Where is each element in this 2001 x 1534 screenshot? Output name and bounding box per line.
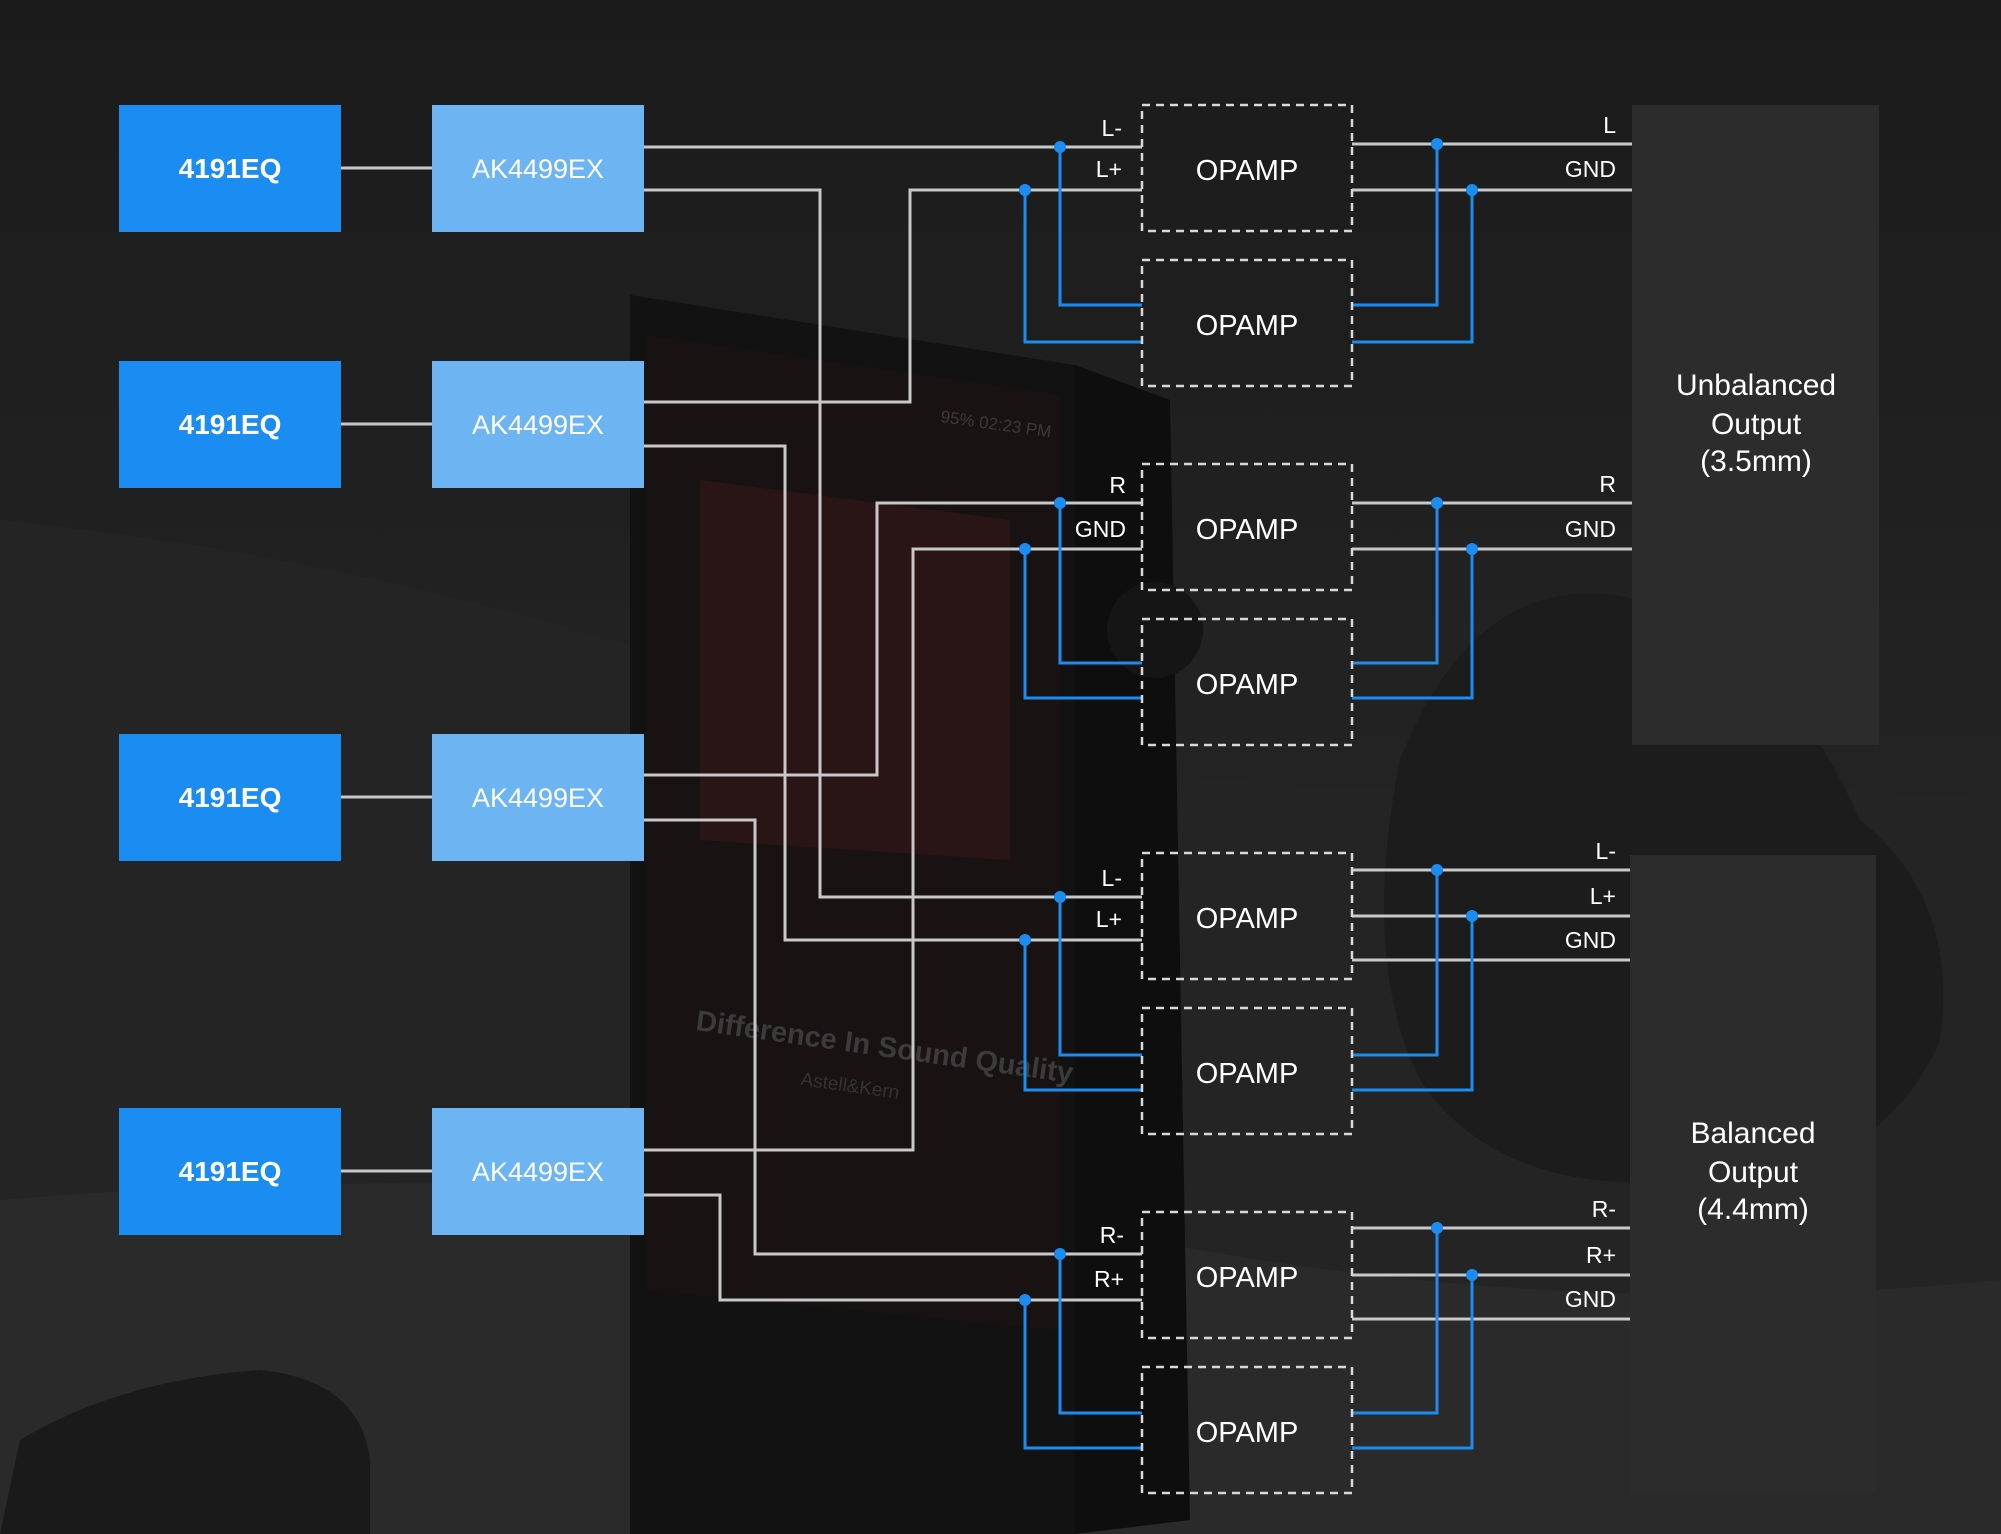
eq-block: 4191EQ bbox=[119, 105, 341, 232]
signal-label: GND bbox=[1565, 927, 1616, 953]
opamp-boxes bbox=[1140, 103, 1354, 1495]
dac-block: AK4499EX bbox=[432, 1108, 644, 1235]
player-device: 95% 02:23 PM Difference In Sound Quality… bbox=[630, 295, 1203, 1534]
dac-block-label: AK4499EX bbox=[472, 154, 604, 184]
signal-label: GND bbox=[1075, 516, 1126, 542]
input-signal-labels: L- L+ R GND L- L+ R- R+ bbox=[1075, 115, 1126, 1292]
opamp-label: OPAMP bbox=[1196, 1058, 1299, 1090]
eq-block: 4191EQ bbox=[119, 734, 341, 861]
input-blue-wires bbox=[1023, 147, 1142, 1450]
unbalanced-output-label-line2: Output bbox=[1711, 408, 1802, 441]
opamp-label: OPAMP bbox=[1196, 1417, 1299, 1449]
junction-dots bbox=[1019, 138, 1478, 1306]
balanced-output-panel: Balanced Output (4.4mm) bbox=[1630, 855, 1876, 1492]
signal-label: L bbox=[1603, 112, 1616, 138]
opamp-label: OPAMP bbox=[1196, 155, 1299, 187]
eq-block: 4191EQ bbox=[119, 361, 341, 488]
eq-block-label: 4191EQ bbox=[179, 409, 282, 440]
output-signal-labels: L GND R GND L- L+ GND R- R+ GND bbox=[1565, 112, 1616, 1312]
dac-opamp-wires bbox=[644, 145, 1142, 1302]
dac-block: AK4499EX bbox=[432, 361, 644, 488]
opamp-label: OPAMP bbox=[1196, 903, 1299, 935]
opamp-output-wires bbox=[1352, 142, 1632, 1321]
dac-block: AK4499EX bbox=[432, 734, 644, 861]
balanced-output-label-line3: (4.4mm) bbox=[1697, 1193, 1809, 1226]
signal-label: R+ bbox=[1586, 1242, 1616, 1268]
unbalanced-output-label-line3: (3.5mm) bbox=[1700, 445, 1812, 478]
opamp-labels: OPAMP OPAMP OPAMP OPAMP OPAMP OPAMP OPAM… bbox=[1196, 155, 1299, 1449]
opamp-label: OPAMP bbox=[1196, 669, 1299, 701]
rock-left bbox=[0, 1370, 370, 1534]
signal-label: R bbox=[1109, 472, 1126, 498]
signal-label: L- bbox=[1102, 115, 1122, 141]
balanced-output-label-line1: Balanced bbox=[1690, 1117, 1815, 1150]
opamp-label: OPAMP bbox=[1196, 310, 1299, 342]
opamp-label: OPAMP bbox=[1196, 1262, 1299, 1294]
dac-block-label: AK4499EX bbox=[472, 783, 604, 813]
eq-block: 4191EQ bbox=[119, 1108, 341, 1235]
signal-label: L- bbox=[1102, 865, 1122, 891]
eq-block-label: 4191EQ bbox=[179, 153, 282, 184]
signal-label: R- bbox=[1100, 1222, 1124, 1248]
unbalanced-output-label-line1: Unbalanced bbox=[1676, 369, 1836, 402]
eq-dac-links bbox=[341, 166, 432, 1173]
eq-block-label: 4191EQ bbox=[179, 782, 282, 813]
dac-block: AK4499EX bbox=[432, 105, 644, 232]
opamp-label: OPAMP bbox=[1196, 514, 1299, 546]
balanced-output-label-line2: Output bbox=[1708, 1156, 1799, 1189]
dac-block-label: AK4499EX bbox=[472, 410, 604, 440]
signal-label: GND bbox=[1565, 516, 1616, 542]
signal-label: GND bbox=[1565, 1286, 1616, 1312]
signal-label: L+ bbox=[1590, 883, 1616, 909]
signal-label: R bbox=[1599, 471, 1616, 497]
signal-label: GND bbox=[1565, 156, 1616, 182]
signal-label: L- bbox=[1596, 838, 1616, 864]
eq-block-label: 4191EQ bbox=[179, 1156, 282, 1187]
output-blue-wires bbox=[1352, 144, 1474, 1450]
signal-label: L+ bbox=[1096, 906, 1122, 932]
dac-block-label: AK4499EX bbox=[472, 1157, 604, 1187]
signal-label: L+ bbox=[1096, 156, 1122, 182]
unbalanced-output-panel: Unbalanced Output (3.5mm) bbox=[1632, 105, 1879, 745]
signal-label: R+ bbox=[1094, 1266, 1124, 1292]
signal-label: R- bbox=[1592, 1196, 1616, 1222]
